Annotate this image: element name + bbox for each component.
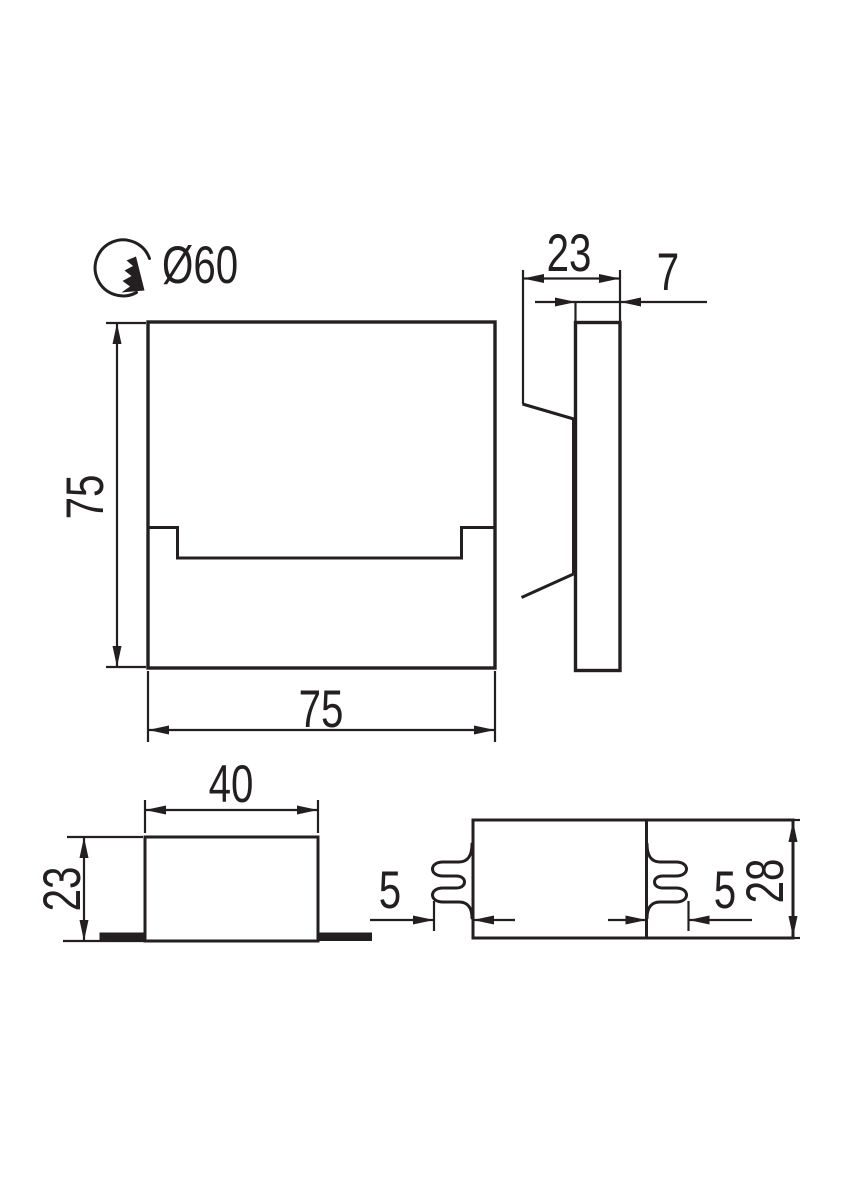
dim-label-clip-height: 28 bbox=[735, 859, 795, 904]
dimension-front-height: 75 bbox=[55, 321, 146, 669]
dimension-side-depth: 23 bbox=[521, 223, 622, 404]
dimension-clip-right-offset: 5 bbox=[608, 860, 752, 931]
arrowhead-up bbox=[788, 821, 798, 842]
dimension-clip-height: 28 bbox=[735, 820, 798, 938]
faceplate-flange-left bbox=[99, 932, 145, 941]
dimension-recess-height: 23 bbox=[32, 835, 143, 941]
arrowhead-right bbox=[625, 915, 647, 925]
front-view-window-step bbox=[148, 526, 495, 560]
dimension-faceplate-thickness: 7 bbox=[535, 242, 707, 322]
arrowhead-down bbox=[79, 920, 89, 941]
front-view: 75 75 bbox=[55, 320, 497, 742]
side-view-wall-cut-top bbox=[522, 402, 576, 421]
arrowhead-left bbox=[148, 725, 169, 735]
drill-hole-icon-jag bbox=[121, 256, 145, 293]
arrowhead-left bbox=[473, 915, 494, 925]
dim-label-front-height: 75 bbox=[55, 475, 115, 520]
drill-hole-icon bbox=[93, 238, 151, 298]
arrowhead-left bbox=[523, 274, 544, 283]
front-view-outline bbox=[146, 320, 497, 670]
arrowhead-right bbox=[413, 915, 434, 925]
side-view: 23 7 bbox=[520, 223, 707, 673]
side-view-wall-cut-bottom bbox=[520, 572, 575, 599]
side-view-faceplate bbox=[573, 320, 622, 673]
mounting-clip-view: 5 5 28 bbox=[370, 818, 800, 940]
arrowhead-left bbox=[688, 915, 710, 925]
arrowhead-right bbox=[555, 297, 576, 307]
dimension-clip-left-offset: 5 bbox=[370, 860, 515, 931]
arrowhead-right bbox=[599, 274, 620, 283]
arrowhead-left bbox=[620, 297, 641, 307]
arrowhead-down bbox=[112, 646, 122, 667]
arrowhead-up bbox=[79, 837, 89, 858]
dim-label-recess-width: 40 bbox=[209, 754, 254, 814]
spring-clip-right bbox=[645, 842, 689, 920]
arrowhead-right bbox=[297, 805, 318, 815]
arrowhead-right bbox=[474, 725, 495, 735]
spring-clip-left bbox=[430, 842, 474, 920]
recess-box-outline bbox=[143, 835, 320, 943]
dim-label-faceplate-thickness: 7 bbox=[657, 242, 679, 302]
dim-label-recess-height: 23 bbox=[32, 867, 92, 912]
dim-label-front-width: 75 bbox=[299, 679, 344, 739]
dimension-recess-width: 40 bbox=[143, 754, 320, 833]
arrowhead-up bbox=[112, 323, 122, 344]
dim-label-clip-left-offset: 5 bbox=[379, 860, 401, 920]
faceplate-flange-right bbox=[318, 932, 372, 941]
dim-label-hole-diameter: Ø60 bbox=[162, 235, 238, 295]
dimension-front-width: 75 bbox=[146, 671, 497, 742]
dim-label-clip-right-offset: 5 bbox=[714, 860, 736, 920]
arrowhead-down bbox=[788, 916, 798, 937]
arrowhead-left bbox=[145, 805, 166, 815]
drill-hole-symbol: Ø60 bbox=[93, 235, 238, 298]
dim-label-side-depth: 23 bbox=[547, 223, 592, 283]
recess-box-view: 23 40 bbox=[32, 754, 372, 943]
